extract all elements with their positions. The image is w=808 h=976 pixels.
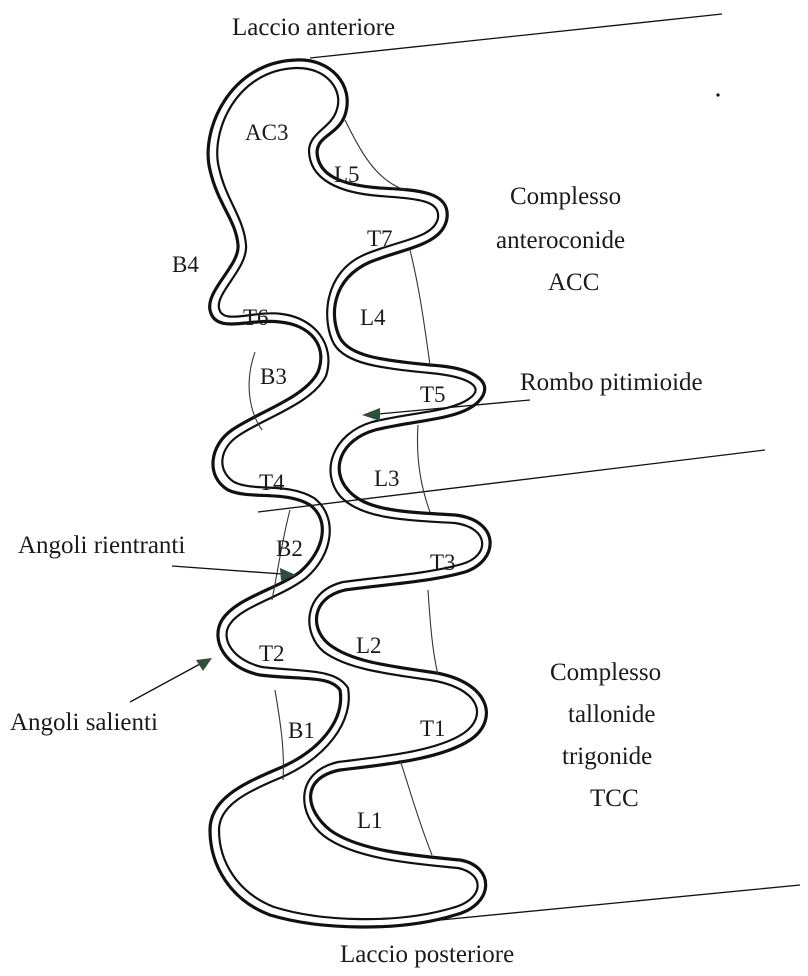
label-laccio-posteriore: Laccio posteriore bbox=[340, 941, 514, 968]
label-acc-line2: anteroconide bbox=[496, 227, 625, 254]
part-l4: L4 bbox=[360, 305, 386, 330]
label-acc-line1: Complesso bbox=[510, 183, 621, 210]
part-t3: T3 bbox=[430, 550, 456, 575]
arrow-angoli-salienti bbox=[130, 658, 212, 702]
part-b3: B3 bbox=[260, 364, 287, 389]
part-l2: L2 bbox=[356, 633, 382, 658]
part-t5: T5 bbox=[420, 382, 446, 407]
part-t6: T6 bbox=[243, 305, 269, 330]
label-tcc-line4: TCC bbox=[590, 785, 639, 812]
dot-mark bbox=[716, 93, 719, 96]
boundary-l4 bbox=[410, 250, 430, 365]
part-ac3: AC3 bbox=[245, 120, 288, 145]
part-b4: B4 bbox=[172, 252, 199, 277]
label-tcc-line1: Complesso bbox=[550, 659, 661, 686]
part-t4: T4 bbox=[259, 470, 285, 495]
part-l1: L1 bbox=[357, 808, 383, 833]
boundary-l2 bbox=[428, 590, 438, 675]
boundary-l3 bbox=[418, 425, 431, 512]
part-b1: B1 bbox=[288, 718, 315, 743]
label-laccio-anteriore: Laccio anteriore bbox=[232, 14, 395, 41]
part-b2: B2 bbox=[276, 536, 303, 561]
label-angoli-rientranti: Angoli rientranti bbox=[18, 532, 185, 559]
leader-line-middle bbox=[258, 450, 765, 512]
label-rombo: Rombo pitimioide bbox=[520, 369, 703, 396]
label-tcc-line2: tallonide bbox=[568, 701, 655, 728]
label-acc-line3: ACC bbox=[548, 269, 599, 296]
part-l5: L5 bbox=[334, 162, 360, 187]
part-t2: T2 bbox=[259, 641, 285, 666]
part-t1: T1 bbox=[420, 716, 446, 741]
label-tcc-line3: trigonide bbox=[562, 743, 652, 770]
part-t7: T7 bbox=[367, 226, 393, 251]
label-angoli-salienti: Angoli salienti bbox=[10, 709, 158, 736]
boundary-l1 bbox=[400, 760, 432, 855]
part-l3: L3 bbox=[374, 466, 400, 491]
